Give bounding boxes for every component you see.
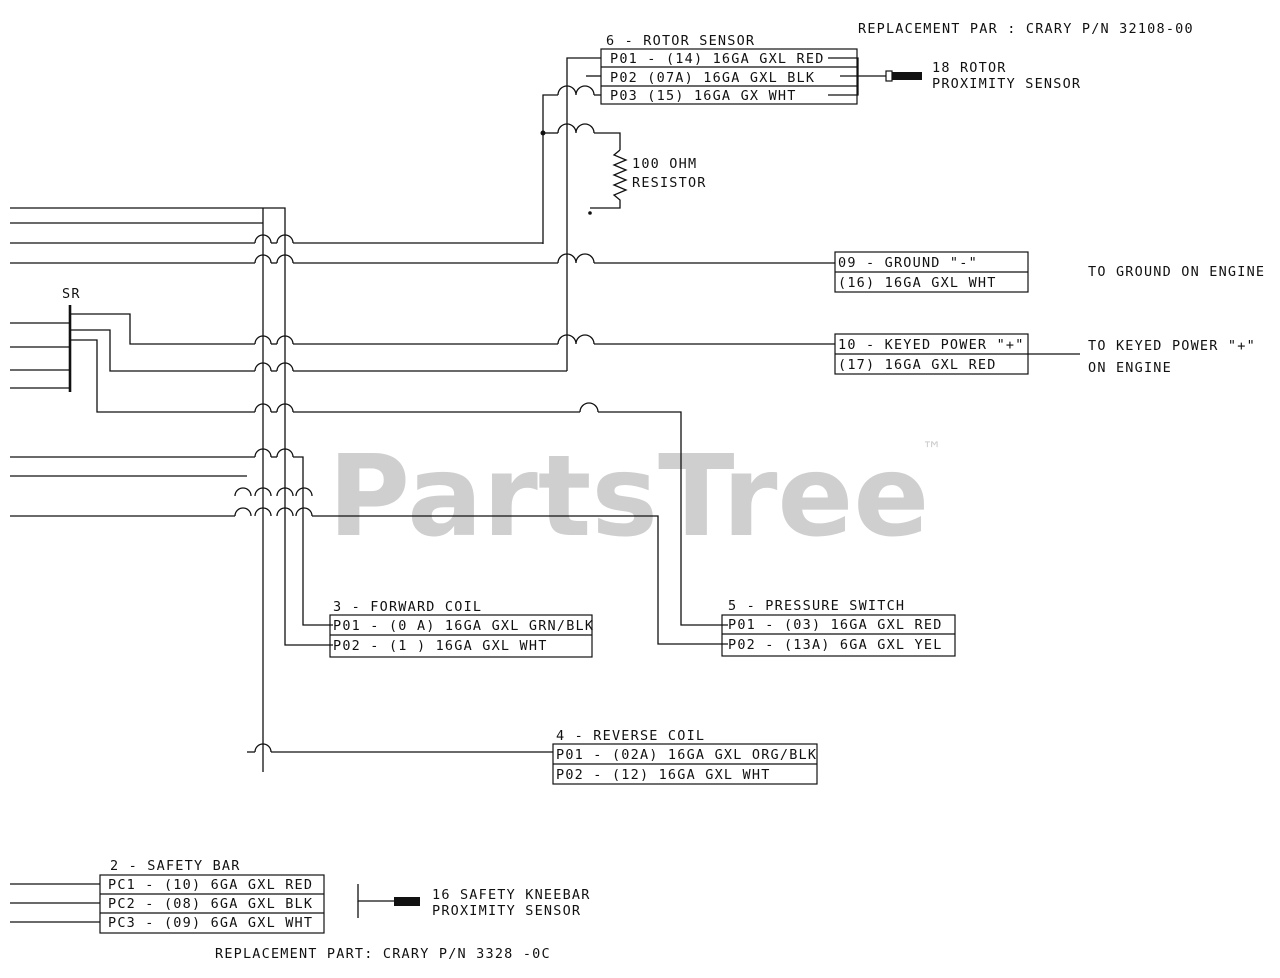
keyed-power-note-2: ON ENGINE xyxy=(1088,360,1172,376)
rotor-sensor-wiring: 100 OHM RESISTOR xyxy=(540,57,707,371)
keyed-power-line-1: 10 - KEYED POWER "+" xyxy=(838,337,1025,353)
forward-coil-box xyxy=(329,614,593,658)
safety-bar-pin-3: PC3 - (09) 6GA GXL WHT xyxy=(108,915,313,931)
resistor-label-2: RESISTOR xyxy=(632,175,707,191)
keyed-power-note-1: TO KEYED POWER "+" xyxy=(1088,338,1256,354)
forward-coil-pin-2: P02 - (1 ) 16GA GXL WHT xyxy=(333,638,548,654)
watermark: PartsTree ™ xyxy=(328,432,942,562)
pressure-switch-pin-2: P02 - (13A) 6GA GXL YEL xyxy=(728,637,943,653)
resistor-label-1: 100 OHM xyxy=(632,156,697,172)
safety-bar-pin-2: PC2 - (08) 6GA GXL BLK xyxy=(108,896,313,912)
reverse-coil-pin-1: P01 - (02A) 16GA GXL ORG/BLK xyxy=(556,747,817,763)
pressure-switch-connector: 5 - PRESSURE SWITCH P01 - (03) 16GA GXL … xyxy=(721,598,956,657)
reverse-coil-title: 4 - REVERSE COIL xyxy=(556,728,705,744)
safety-bar-device-label-2: PROXIMITY SENSOR xyxy=(432,903,581,919)
keyed-power-line-2: (17) 16GA GXL RED xyxy=(838,357,997,373)
safety-bar-pin-1: PC1 - (10) 6GA GXL RED xyxy=(108,877,313,893)
kneebar-proximity-sensor-body xyxy=(394,897,420,906)
rotor-sensor-connector: REPLACEMENT PAR : CRARY P/N 32108-00 6 -… xyxy=(600,21,1194,105)
rotor-sensor-replacement-part: REPLACEMENT PAR : CRARY P/N 32108-00 xyxy=(858,21,1194,37)
ground-connector: 09 - GROUND "-" (16) 16GA GXL WHT TO GRO… xyxy=(834,251,1265,293)
safety-bar-connector: 2 - SAFETY BAR PC1 - (10) 6GA GXL RED PC… xyxy=(10,858,591,962)
rotor-sensor-device-label-2: PROXIMITY SENSOR xyxy=(932,76,1081,92)
reverse-coil-pin-2: P02 - (12) 16GA GXL WHT xyxy=(556,767,771,783)
safety-bar-replacement-part: REPLACEMENT PART: CRARY P/N 3328 -0C xyxy=(215,946,551,962)
rotor-sensor-title: 6 - ROTOR SENSOR xyxy=(606,33,755,49)
safety-bar-box xyxy=(99,874,325,934)
pressure-switch-pin-1: P01 - (03) 16GA GXL RED xyxy=(728,617,943,633)
ground-line-2: (16) 16GA GXL WHT xyxy=(838,275,997,291)
rotor-sensor-pin-2: P02 (07A) 16GA GXL BLK xyxy=(610,70,815,86)
ground-line-1: 09 - GROUND "-" xyxy=(838,255,978,271)
main-harness: SR xyxy=(10,207,835,772)
ground-note: TO GROUND ON ENGINE xyxy=(1088,264,1265,280)
rotor-sensor-pin-3: P03 (15) 16GA GX WHT xyxy=(610,88,797,104)
watermark-trademark: ™ xyxy=(922,437,942,461)
forward-coil-connector: 3 - FORWARD COIL P01 - (0 A) 16GA GXL GR… xyxy=(329,599,594,658)
rotor-sensor-pin-1: P01 - (14) 16GA GXL RED xyxy=(610,51,825,67)
reverse-coil-connector: 4 - REVERSE COIL P01 - (02A) 16GA GXL OR… xyxy=(552,728,818,785)
rotor-sensor-device-label: 18 ROTOR xyxy=(932,60,1007,76)
pressure-switch-box xyxy=(721,614,956,657)
forward-coil-pin-1: P01 - (0 A) 16GA GXL GRN/BLK xyxy=(333,618,594,634)
watermark-text: PartsTree xyxy=(328,432,929,562)
safety-bar-title: 2 - SAFETY BAR xyxy=(110,858,241,874)
pressure-switch-title: 5 - PRESSURE SWITCH xyxy=(728,598,905,614)
safety-bar-device-label: 16 SAFETY KNEEBAR xyxy=(432,887,591,903)
rotor-sensor-plug xyxy=(885,70,893,82)
forward-coil-title: 3 - FORWARD COIL xyxy=(333,599,482,615)
rotor-proximity-sensor-body xyxy=(892,72,922,80)
keyed-power-connector: 10 - KEYED POWER "+" (17) 16GA GXL RED T… xyxy=(834,333,1256,376)
switch-label: SR xyxy=(62,286,81,302)
